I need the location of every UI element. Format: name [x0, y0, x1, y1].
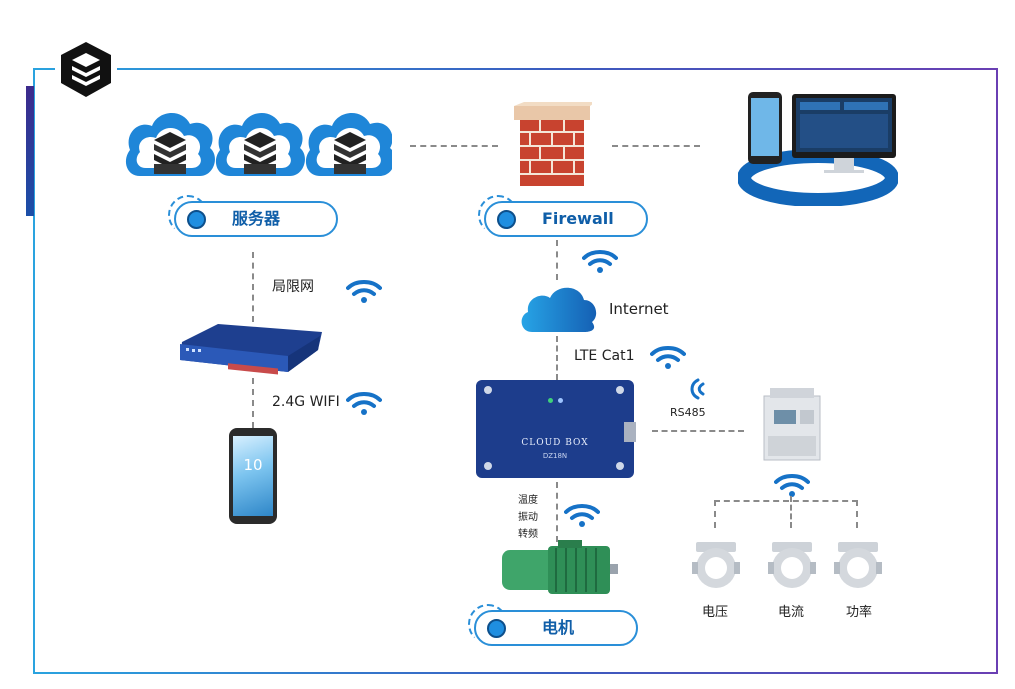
- left-accent-bar: [26, 86, 34, 216]
- pill-dot: [487, 619, 506, 638]
- link-internet-box: [556, 336, 558, 380]
- wifi-icon: [774, 474, 810, 498]
- router-icon: [180, 324, 322, 375]
- servers-label: 服务器: [232, 209, 281, 228]
- wifi-icon: [650, 346, 686, 370]
- sensor-frequency-label: 转频: [518, 529, 538, 540]
- current-transformer-icon: [692, 542, 740, 588]
- internet-label: Internet: [609, 300, 669, 318]
- link-box-motor: [556, 482, 558, 542]
- motor-icon: [502, 540, 618, 594]
- signal-waves-icon: [690, 378, 705, 400]
- pill-arc: [468, 604, 508, 644]
- servers-label-pill: 服务器: [168, 195, 338, 237]
- stack-logo-icon: [61, 42, 111, 97]
- link-servers-router: [252, 252, 254, 322]
- wifi-icon: [564, 504, 600, 528]
- link-meter-voltage: [714, 500, 716, 528]
- monitor-phone-icon: [738, 92, 898, 206]
- firewall-label: Firewall: [542, 209, 614, 228]
- sensor-temp-label: 温度: [518, 495, 538, 506]
- meter-power-label: 功率: [846, 605, 873, 620]
- pill-arc: [478, 195, 518, 235]
- server-cloud-icon: [125, 112, 215, 176]
- motor-label-pill: 电机: [468, 604, 638, 646]
- meter-current-label: 电流: [778, 605, 805, 620]
- device-model: DZ18N: [542, 452, 568, 460]
- current-transformer-icon: [834, 542, 882, 588]
- pill-dot: [187, 210, 206, 229]
- wifi-icon: [346, 280, 382, 304]
- current-transformer-icon: [768, 542, 816, 588]
- internet-cloud-icon: [521, 287, 597, 332]
- link-firewall-clients: [612, 145, 700, 147]
- energy-meter-icon: [763, 388, 821, 461]
- lan-label: 局限网: [272, 279, 314, 295]
- wifi-label: 2.4G WIFI: [272, 394, 340, 410]
- server-cloud-icon: [305, 112, 392, 176]
- firewall-icon: [514, 102, 592, 186]
- link-meter-power: [856, 500, 858, 528]
- wifi-icon: [582, 250, 618, 274]
- device-brand: CLOUD BOX: [521, 438, 589, 448]
- link-meter-current: [790, 496, 792, 528]
- firewall-label-pill: Firewall: [478, 195, 648, 237]
- pill-dot: [497, 210, 516, 229]
- logo: [55, 40, 117, 100]
- wifi-icon: [346, 392, 382, 416]
- lte-label: LTE Cat1: [574, 348, 635, 364]
- link-firewall-internet: [556, 240, 558, 280]
- smartphone-icon: 10: [229, 428, 277, 524]
- link-router-phone: [252, 378, 254, 428]
- phone-clock: 10: [243, 456, 263, 474]
- server-cloud-icon: [215, 112, 305, 176]
- meter-bus-line: [714, 500, 858, 502]
- link-box-meter: [652, 430, 744, 432]
- server-clouds: [125, 112, 392, 176]
- cloud-box-device: CLOUD BOX DZ18N: [476, 380, 636, 478]
- pill-arc: [168, 195, 208, 235]
- rs485-label: RS485: [670, 406, 706, 419]
- sensor-vibration-label: 振动: [518, 512, 538, 523]
- link-servers-firewall: [410, 145, 498, 147]
- motor-label: 电机: [542, 618, 575, 637]
- meter-voltage-label: 电压: [702, 605, 729, 620]
